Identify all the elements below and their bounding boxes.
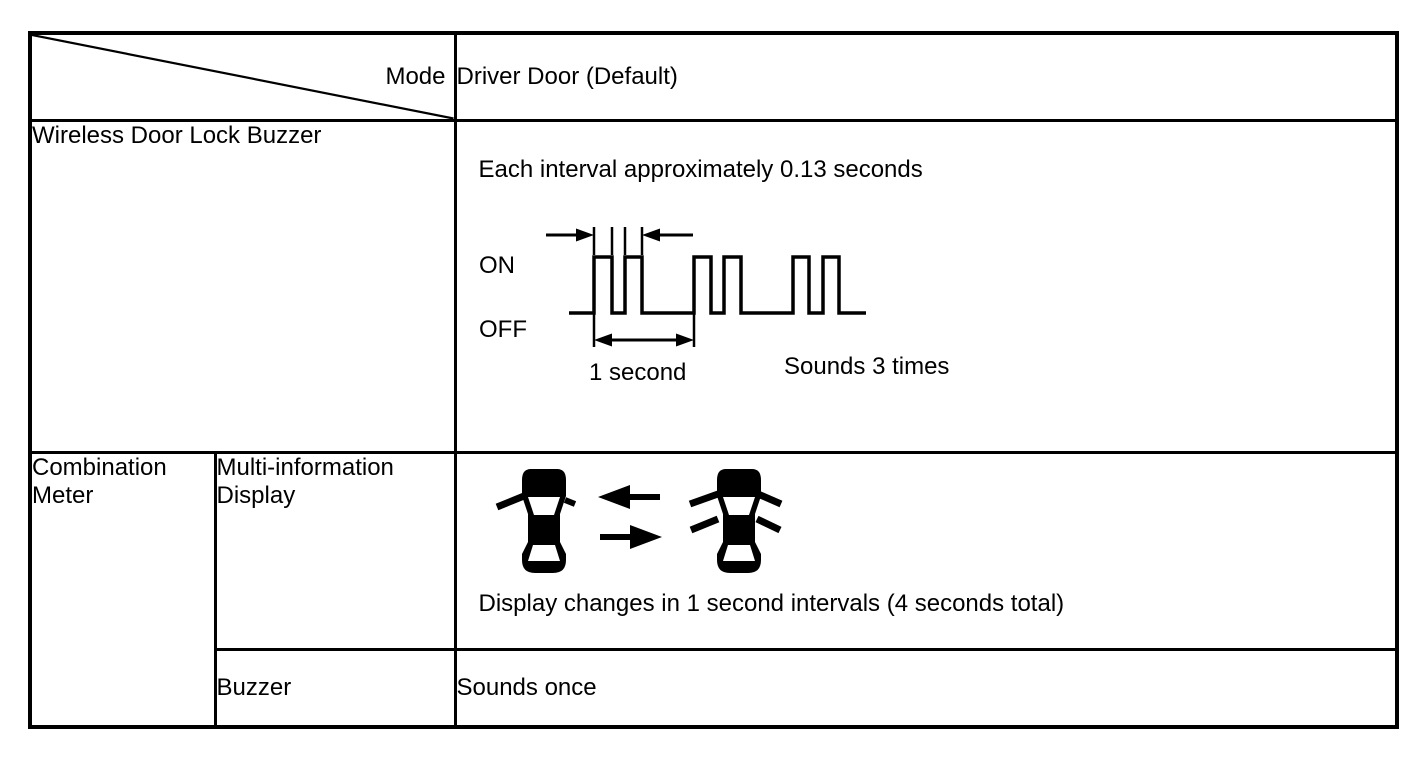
interval-arrow-right-icon [545,228,594,241]
mode-value-cell: Driver Door (Default) [453,31,1399,122]
corner-cell: Mode [28,31,457,122]
car-driver-door-open-icon [495,468,576,573]
meter-buzzer-value: Sounds once [453,647,1399,729]
wireless-buzzer-label: Wireless Door Lock Buzzer [28,118,457,454]
interval-ticks [592,226,643,255]
meter-buzzer-row: Buzzer Sounds once [30,647,1399,729]
interval-arrow-left-icon [641,228,693,241]
display-change-note: Display changes in 1 second intervals (4… [478,589,1065,617]
waveform-on-label: ON [479,252,515,279]
meter-buzzer-label: Buzzer [213,647,457,729]
interval-note: Each interval approximately 0.13 seconds [478,155,923,183]
multi-info-display-label: Multi-information Display [213,450,457,651]
car-all-doors-open-icon [688,468,782,573]
header-row: Mode Driver Door (Default) [28,31,1399,122]
waveform-off-label: OFF [479,316,527,343]
door-lock-mode-table: Mode Driver Door (Default) Wireless Door… [28,31,1399,729]
one-second-label: 1 second [589,359,686,386]
toggle-right-arrow-icon [599,524,662,549]
one-second-arrow-icon [593,333,694,346]
multi-info-row: Combination Meter Multi-information Disp… [28,450,1399,729]
diagonal-divider-line [32,35,454,119]
toggle-left-arrow-icon [597,484,660,509]
buzzer-waveform-diagram: ON OFF [479,226,949,386]
sounds-three-times-label: Sounds 3 times [784,353,949,380]
combination-meter-label: Combination Meter [28,450,217,729]
wireless-buzzer-content-cell: Each interval approximately 0.13 seconds… [453,118,1399,454]
one-second-ticks [592,312,695,347]
door-display-diagram [495,468,782,573]
mode-column-label: Mode [385,62,446,90]
signal-trace [568,254,866,315]
multi-info-content-cell: Display changes in 1 second intervals (4… [453,450,1399,651]
wireless-buzzer-row: Wireless Door Lock Buzzer Each interval … [28,118,1399,454]
